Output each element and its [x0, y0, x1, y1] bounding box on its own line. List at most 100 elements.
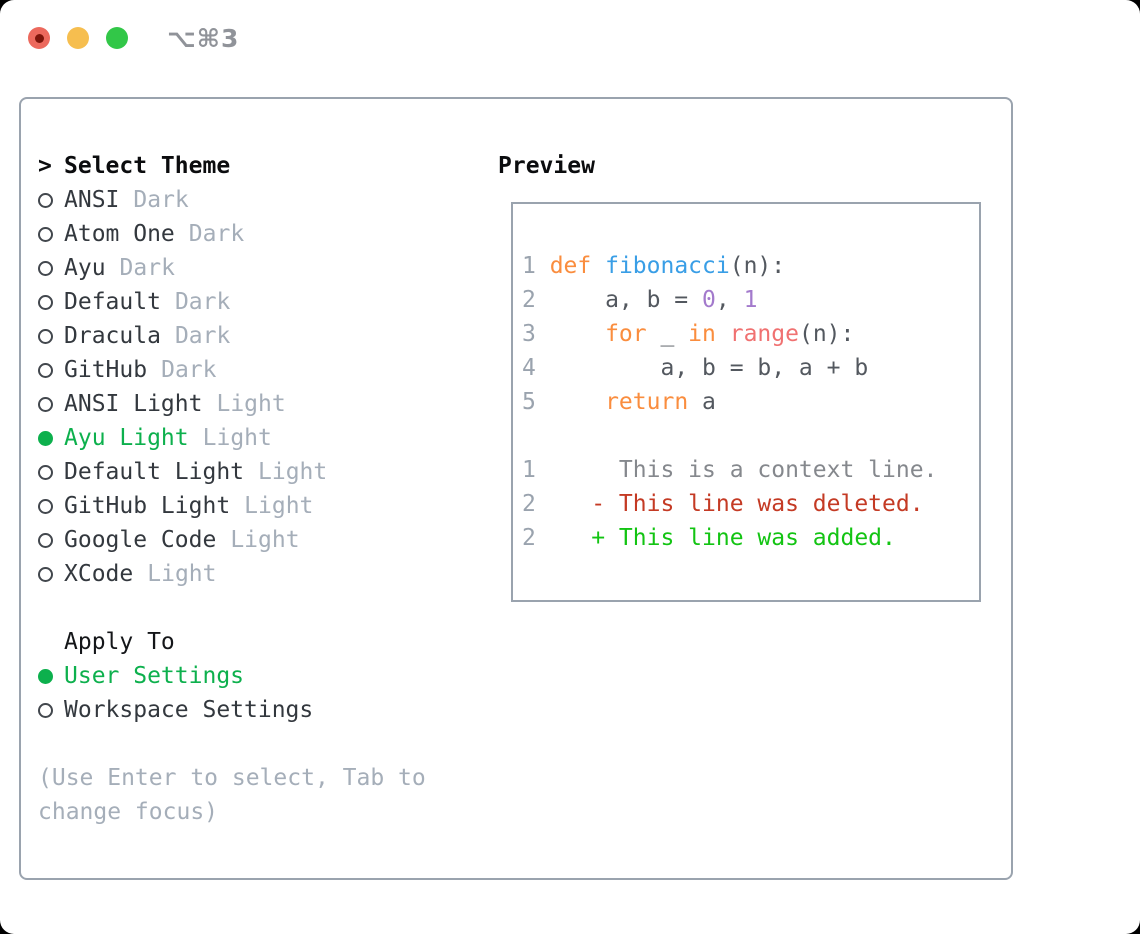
code-line-7: 1 This is a context line.: [522, 453, 979, 487]
code-line-9: 2 + This line was added.: [522, 521, 979, 555]
radio-dot: [38, 260, 53, 276]
theme-variant-tag: Light: [258, 459, 328, 485]
code-token: + This line was added.: [549, 525, 896, 551]
zoom-button[interactable]: [106, 27, 128, 49]
code-token: 0: [702, 287, 716, 313]
line-number: 2: [522, 287, 536, 313]
theme-variant-tag: Dark: [174, 289, 231, 315]
theme-option-ansi-light[interactable]: ANSI Light Light: [38, 387, 426, 421]
code-token: - This line was deleted.: [549, 491, 924, 517]
radio-dot: [38, 192, 53, 208]
code-token: This is a context line.: [549, 457, 938, 483]
code-token: [591, 253, 605, 279]
radio-unselected-icon: [38, 192, 64, 208]
radio-dot: [38, 430, 53, 446]
code-token: _: [646, 321, 689, 347]
radio-dot: [38, 226, 53, 242]
line-number: 2: [522, 491, 536, 517]
theme-variant-tag: Light: [230, 527, 300, 553]
minimize-button[interactable]: [67, 27, 89, 49]
theme-option-ayu[interactable]: Ayu Dark: [38, 251, 426, 285]
apply-option-name: User Settings: [64, 663, 245, 689]
focus-caret-icon: >: [38, 153, 64, 179]
theme-variant-tag: Light: [147, 561, 217, 587]
code-line-5: 5 return a: [522, 385, 979, 419]
code-token: in: [688, 321, 716, 347]
select-theme-label: Select Theme: [64, 153, 231, 179]
radio-unselected-icon: [38, 532, 64, 548]
radio-dot: [38, 668, 53, 684]
window-title-shortcut: ⌥⌘3: [167, 23, 240, 53]
code-line-4: 4 a, b = b, a + b: [522, 351, 979, 385]
code-line-2: 2 a, b = 0, 1: [522, 283, 979, 317]
theme-name: ANSI Light: [64, 391, 203, 417]
code-token: return: [605, 389, 689, 415]
theme-name: GitHub: [64, 357, 148, 383]
select-theme-header: > Select Theme: [38, 149, 426, 183]
theme-name: Google Code: [64, 527, 217, 553]
code-blank-line: [522, 419, 979, 453]
radio-unselected-icon: [38, 260, 64, 276]
code-line-8: 2 - This line was deleted.: [522, 487, 979, 521]
preview-title: Preview: [498, 153, 595, 179]
hint-line-1: (Use Enter to select, Tab to: [38, 765, 426, 791]
apply-option-user-settings[interactable]: User Settings: [38, 659, 426, 693]
radio-dot: [38, 498, 53, 514]
radio-unselected-icon: [38, 464, 64, 480]
radio-unselected-icon: [38, 362, 64, 378]
code-token: a, b =: [549, 287, 703, 313]
code-token: a: [688, 389, 716, 415]
theme-name: Ayu: [64, 255, 106, 281]
spacer-row: [38, 727, 426, 761]
theme-name: Default: [64, 289, 161, 315]
radio-unselected-icon: [38, 498, 64, 514]
radio-unselected-icon: [38, 702, 64, 718]
theme-variant-tag: Dark: [133, 187, 189, 213]
theme-variant-tag: Dark: [188, 221, 245, 247]
theme-variant-tag: Light: [216, 391, 286, 417]
hint-line-2: change focus): [38, 799, 219, 825]
theme-option-dracula[interactable]: Dracula Dark: [38, 319, 426, 353]
theme-name: Dracula: [64, 323, 161, 349]
apply-option-workspace-settings[interactable]: Workspace Settings: [38, 693, 426, 727]
code-token: for: [605, 321, 647, 347]
apply-option-name: Workspace Settings: [64, 697, 314, 723]
theme-variant-tag: Light: [244, 493, 314, 519]
radio-dot: [38, 464, 53, 480]
radio-selected-icon: [38, 668, 64, 684]
radio-selected-icon: [38, 430, 64, 446]
code-token: fibonacci: [605, 253, 730, 279]
code-line-3: 3 for _ in range(n):: [522, 317, 979, 351]
radio-dot: [38, 566, 53, 582]
line-number: 5: [522, 389, 536, 415]
radio-dot: [38, 328, 53, 344]
theme-variant-tag: Dark: [119, 255, 175, 281]
theme-name: XCode: [64, 561, 134, 587]
code-token: range: [729, 321, 799, 347]
line-number: 2: [522, 525, 536, 551]
radio-unselected-icon: [38, 396, 64, 412]
theme-option-xcode[interactable]: XCode Light: [38, 557, 426, 591]
theme-option-default[interactable]: Default Dark: [38, 285, 426, 319]
code-token: a, b = b, a + b: [549, 355, 869, 381]
apply-to-header: Apply To: [38, 625, 426, 659]
radio-dot: [38, 396, 53, 412]
radio-dot: [38, 702, 53, 718]
close-button[interactable]: [28, 27, 50, 49]
line-number: 3: [522, 321, 536, 347]
theme-variant-tag: Dark: [174, 323, 231, 349]
theme-option-google-code[interactable]: Google Code Light: [38, 523, 426, 557]
theme-variant-tag: Light: [202, 425, 272, 451]
